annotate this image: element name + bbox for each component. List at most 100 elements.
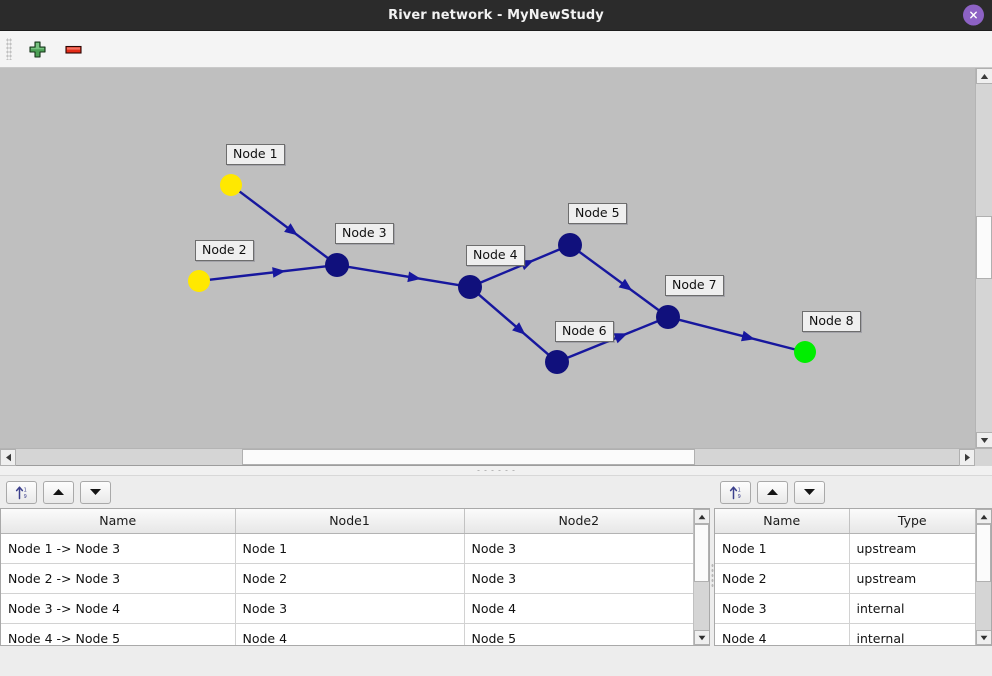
table-cell[interactable]: Node 4 [464,593,693,624]
nodes-sort-ascending-icon[interactable]: 1 9 [720,480,751,504]
graph-node[interactable] [325,253,349,277]
delete-minus-icon[interactable] [60,36,86,62]
add-plus-glyph [28,40,46,58]
table-cell[interactable]: Node 4 [715,623,850,645]
reaches-scroll-up-arrow-icon[interactable] [694,509,709,524]
reaches-sort-ascending-icon[interactable]: 1 9 [6,480,37,504]
reaches-col-header[interactable]: Node1 [235,509,465,534]
scrollbar-corner [975,449,992,466]
graph-node-label[interactable]: Node 1 [226,144,285,165]
graph-node-label[interactable]: Node 5 [568,203,627,224]
graph-panel: Node 1 Node 2 Node 3 Node 4 Node 5 Node 6 Node… [0,68,992,466]
graph-node[interactable] [458,275,482,299]
graph-edge[interactable] [578,250,660,312]
table-cell[interactable]: Node 4 [235,623,465,645]
graph-node-label[interactable]: Node 7 [665,275,724,296]
nodes-col-header[interactable]: Type [849,509,975,534]
scroll-left-arrow-icon[interactable] [0,449,16,466]
close-glyph [970,11,977,19]
nodes-vscroll-track[interactable] [976,524,991,630]
table-cell[interactable]: upstream [849,563,975,594]
table-cell[interactable]: Node 5 [464,623,693,645]
caret-up-glyph [980,514,988,519]
reaches-vertical-scrollbar[interactable] [693,509,709,645]
table-cell[interactable]: Node 3 [235,593,465,624]
graph-edge[interactable] [678,318,796,351]
graph-edge[interactable] [477,293,550,356]
table-cell[interactable]: Node 1 [715,533,850,564]
graph-edge[interactable] [347,265,460,287]
scroll-down-arrow-icon[interactable] [976,432,992,448]
graph-node-label[interactable]: Node 2 [195,240,254,261]
scroll-right-arrow-icon[interactable] [959,449,975,466]
graph-node[interactable] [794,341,816,363]
reaches-col-header[interactable]: Node2 [464,509,693,534]
canvas-vscroll-thumb[interactable] [976,216,992,279]
graph-edge[interactable] [479,248,561,284]
add-plus-icon[interactable] [24,36,50,62]
table-cell[interactable]: Node 4 -> Node 5 [1,623,236,645]
canvas-vertical-scrollbar[interactable] [975,68,992,448]
graph-node[interactable] [656,305,680,329]
nodes-vertical-scrollbar[interactable] [975,509,991,645]
network-canvas[interactable]: Node 1 Node 2 Node 3 Node 4 Node 5 Node 6 Node… [0,68,975,448]
caret-left-glyph [5,453,11,462]
close-icon[interactable] [963,4,984,26]
sort-ascending-glyph: 1 9 [729,485,741,500]
vertical-splitter[interactable] [0,465,992,476]
canvas-horizontal-scrollbar[interactable] [0,448,992,466]
nodes-scroll-down-arrow-icon[interactable] [976,630,991,645]
graph-node[interactable] [545,350,569,374]
reaches-move-down-button[interactable] [80,480,111,504]
table-cell[interactable]: internal [849,623,975,645]
table-cell[interactable]: Node 1 -> Node 3 [1,533,236,564]
table-cell[interactable]: Node 3 [715,593,850,624]
graph-edge-arrow [741,330,755,342]
nodes-move-up-button[interactable] [757,480,788,504]
canvas-vscroll-track[interactable] [976,84,992,432]
nodes-scroll-up-arrow-icon[interactable] [976,509,991,524]
reaches-vscroll-thumb[interactable] [694,524,709,583]
table-cell[interactable]: Node 2 -> Node 3 [1,563,236,594]
table-cell[interactable]: Node 2 [235,563,465,594]
graph-node-label[interactable]: Node 4 [466,245,525,266]
graph-node[interactable] [220,174,242,196]
graph-node-label[interactable]: Node 6 [555,321,614,342]
graph-node[interactable] [188,270,210,292]
graph-node-label[interactable]: Node 3 [335,223,394,244]
table-cell[interactable]: internal [849,593,975,624]
table-cell[interactable]: Node 3 [464,533,693,564]
graph-node-label[interactable]: Node 8 [802,311,861,332]
graph-edge[interactable] [208,265,327,282]
graph-edge-arrow [613,333,628,344]
table-cell[interactable]: Node 1 [235,533,465,564]
graph-node[interactable] [558,233,582,257]
table-cell[interactable]: upstream [849,533,975,564]
nodes-vscroll-thumb[interactable] [976,524,991,583]
nodes-move-down-button[interactable] [794,480,825,504]
reaches-vscroll-track[interactable] [694,524,709,630]
canvas-hscroll-track[interactable] [16,449,959,465]
table-cell[interactable]: Node 3 -> Node 4 [1,593,236,624]
toolbar-drag-handle[interactable] [6,38,12,60]
scroll-up-arrow-icon[interactable] [976,68,992,84]
table-cell[interactable]: Node 3 [464,563,693,594]
canvas-hscroll-thumb[interactable] [242,449,695,465]
reaches-scroll-down-arrow-icon[interactable] [694,630,709,645]
graph-edge[interactable] [238,190,329,260]
nodes-col-header[interactable]: Name [715,509,850,534]
reaches-move-up-button[interactable] [43,480,74,504]
horizontal-splitter[interactable] [710,476,714,676]
table-cell[interactable]: Node 2 [715,563,850,594]
reaches-col-header[interactable]: Name [1,509,236,534]
